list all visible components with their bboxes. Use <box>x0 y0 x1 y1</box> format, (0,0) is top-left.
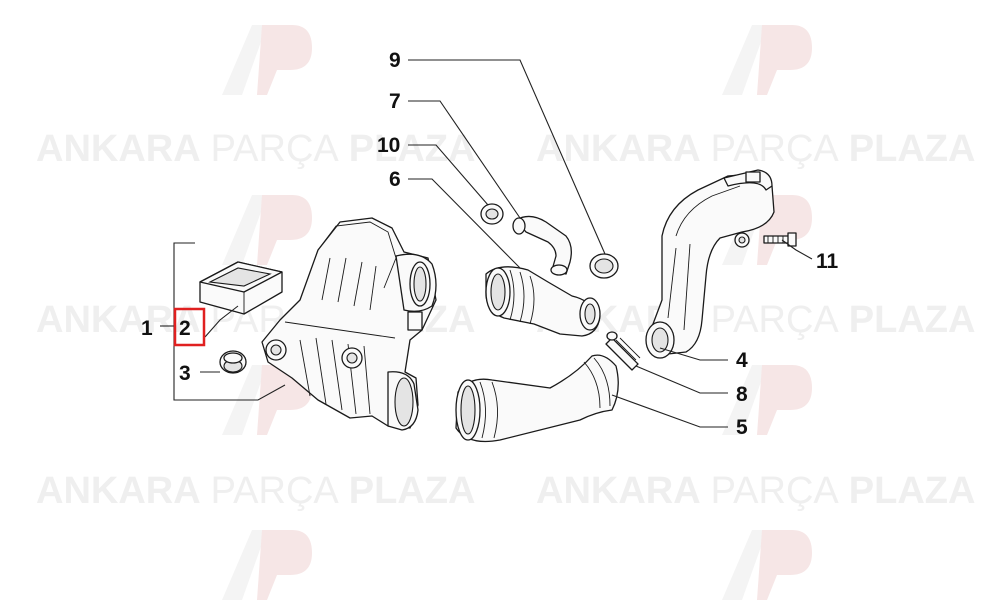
leader-6 <box>408 178 521 269</box>
callout-6[interactable]: 6 <box>389 168 401 191</box>
callout-5[interactable]: 5 <box>736 416 748 439</box>
ap-logo-icon <box>222 195 312 265</box>
callout-labels: 1 2 3 4 5 6 7 8 9 10 11 <box>141 49 839 439</box>
leader-2 <box>204 305 239 338</box>
leader-11 <box>781 239 813 260</box>
ap-logo-icon <box>222 25 312 95</box>
large-intake-hose[interactable] <box>455 354 619 443</box>
callout-3[interactable]: 3 <box>179 362 191 385</box>
air-filter-element[interactable] <box>199 261 283 315</box>
leader-8 <box>635 365 728 394</box>
ap-logo-icon <box>722 365 812 435</box>
air-filter-housing[interactable] <box>261 217 437 431</box>
callout-8[interactable]: 8 <box>736 383 748 406</box>
grommet-ring[interactable] <box>589 253 619 279</box>
ap-logo-icon <box>722 25 812 95</box>
callout-11[interactable]: 11 <box>816 250 839 273</box>
ap-logo-icon <box>222 530 312 600</box>
leader-4 <box>659 347 728 361</box>
bolt[interactable] <box>763 232 797 247</box>
ap-logo-icon <box>722 530 812 600</box>
hose-clamp[interactable] <box>605 331 641 371</box>
clamp-ring[interactable] <box>480 203 504 225</box>
leader-5 <box>611 394 728 428</box>
callout-10[interactable]: 10 <box>377 134 400 157</box>
callout-7[interactable]: 7 <box>389 90 401 113</box>
callout-1[interactable]: 1 <box>141 317 153 340</box>
small-breather-hose[interactable] <box>512 215 572 276</box>
leader-10 <box>408 144 489 206</box>
leader-7 <box>408 100 521 219</box>
callout-2[interactable]: 2 <box>179 317 191 340</box>
intake-bellows[interactable] <box>485 266 601 337</box>
rubber-bush[interactable] <box>219 350 247 374</box>
highlight-box <box>173 307 206 347</box>
air-intake-duct[interactable] <box>645 169 775 359</box>
group-bracket <box>160 242 286 401</box>
leader-9 <box>408 59 606 255</box>
callout-9[interactable]: 9 <box>389 49 401 72</box>
callout-4[interactable]: 4 <box>736 349 748 372</box>
leader-lines <box>200 59 813 428</box>
